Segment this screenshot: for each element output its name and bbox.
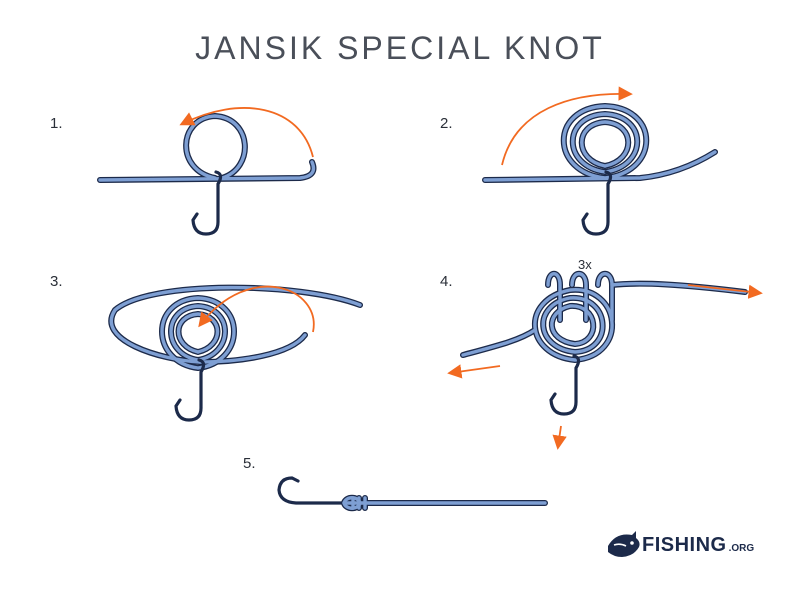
step-4-arrow-right-icon	[687, 284, 763, 299]
step-3-illustration	[108, 284, 363, 422]
step-4-hook-icon	[549, 354, 581, 416]
step-2-hook-icon	[581, 170, 613, 236]
step-4-line	[460, 270, 748, 363]
step-4-arrow-down-icon	[552, 425, 567, 450]
fishing-logo: FISHING .ORG	[606, 530, 754, 560]
step-2-line	[482, 103, 718, 183]
step-5-line	[341, 494, 548, 512]
step-1-label: 1.	[50, 115, 63, 132]
step-1-line	[97, 113, 317, 183]
step-4-label: 4.	[440, 273, 453, 290]
step-1-arrow-icon	[179, 107, 314, 158]
step-3-arrow-icon	[198, 285, 315, 333]
repetition-count: 3x	[578, 257, 592, 272]
step-2-label: 2.	[440, 115, 453, 132]
step-4-illustration	[447, 270, 763, 450]
step-1-hook-icon	[191, 170, 223, 236]
step-1-illustration	[97, 107, 317, 236]
step-5-hook-icon	[277, 476, 346, 505]
step-4-arrow-left-icon	[447, 364, 501, 379]
step-2-illustration	[482, 86, 718, 236]
logo-tld: .ORG	[728, 542, 755, 554]
step-3-hook-icon	[174, 358, 206, 422]
fish-icon	[608, 531, 640, 557]
logo-wordmark: FISHING	[642, 533, 727, 556]
step-2-arrow-icon	[501, 86, 633, 166]
step-3-line	[108, 284, 363, 371]
step-5-illustration	[277, 476, 548, 512]
step-5-label: 5.	[243, 455, 256, 472]
page-title: JANSIK SPECIAL KNOT	[195, 30, 605, 66]
step-3-label: 3.	[50, 273, 63, 290]
